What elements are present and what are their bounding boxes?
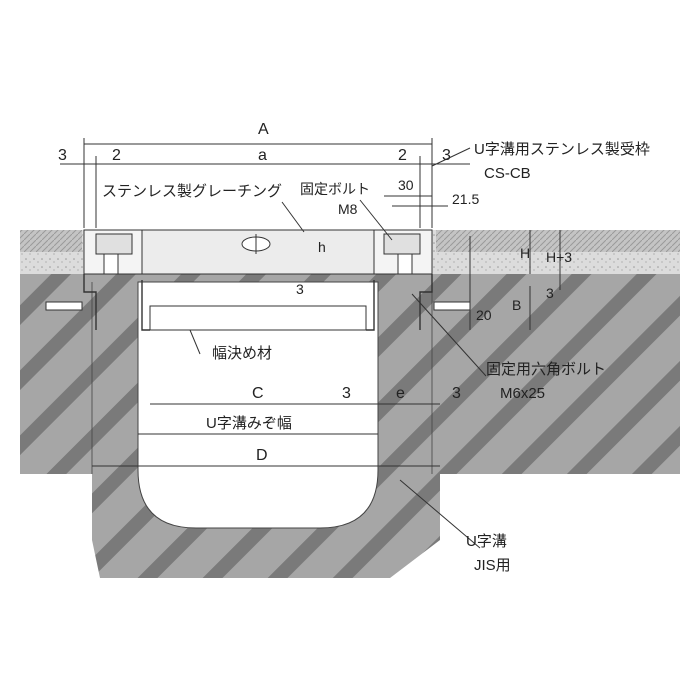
label-a: a xyxy=(258,147,267,164)
label-B: B xyxy=(512,297,521,313)
label-jis: JIS用 xyxy=(474,557,511,574)
label-3-left: 3 xyxy=(58,147,67,164)
label-fix-bolt: 固定ボルト xyxy=(300,181,370,197)
label-m6x25: M6x25 xyxy=(500,385,545,402)
label-3-right: 3 xyxy=(442,147,451,164)
label-frame-title: U字溝用ステンレス製受枠 xyxy=(474,141,650,158)
label-e: e xyxy=(396,385,405,402)
label-3-e: 3 xyxy=(452,385,461,402)
label-2-right: 2 xyxy=(398,147,407,164)
label-D: D xyxy=(256,447,268,464)
label-3-right-small: 3 xyxy=(546,285,554,301)
label-frame-code: CS-CB xyxy=(484,165,531,182)
label-u-groove: U字溝 xyxy=(466,533,507,550)
label-hex-bolt: 固定用六角ボルト xyxy=(486,361,606,378)
label-h: h xyxy=(318,239,326,255)
dimension-lines xyxy=(60,138,561,467)
label-m8: M8 xyxy=(338,201,358,217)
surface-left xyxy=(20,230,82,252)
label-C: C xyxy=(252,385,264,402)
label-groove-width: U字溝みぞ幅 xyxy=(206,415,292,432)
label-grating: ステンレス製グレーチング xyxy=(102,183,282,200)
label-20: 20 xyxy=(476,307,492,323)
label-30: 30 xyxy=(398,177,414,193)
label-A: A xyxy=(258,121,269,138)
label-H-plus-3: H+3 xyxy=(546,249,572,265)
width-member xyxy=(149,305,367,331)
grating xyxy=(95,229,421,275)
label-3-c: 3 xyxy=(342,385,351,402)
label-3-mid: 3 xyxy=(296,281,304,297)
label-H: H xyxy=(520,245,530,261)
label-21-5: 21.5 xyxy=(452,191,479,207)
label-2-left: 2 xyxy=(112,147,121,164)
label-width-member: 幅決め材 xyxy=(212,345,272,362)
fixing-bolts xyxy=(45,253,471,311)
leader-lines xyxy=(189,147,487,549)
surface-right xyxy=(436,230,680,252)
